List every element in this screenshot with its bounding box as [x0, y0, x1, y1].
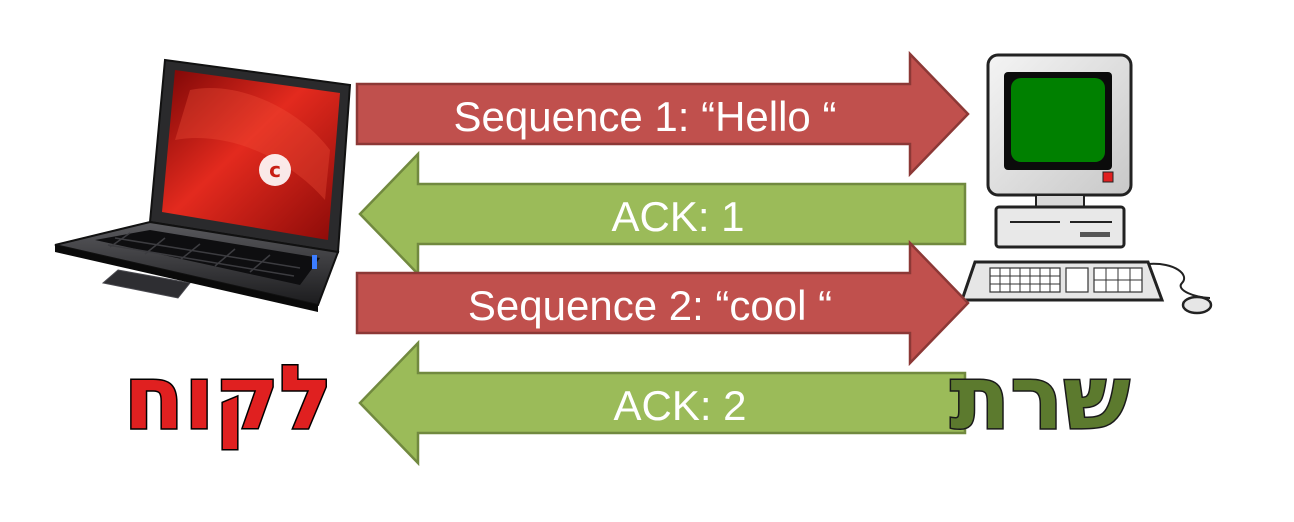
client-label: לקוח [124, 346, 333, 449]
laptop-icon: c [54, 58, 352, 312]
svg-text:c: c [269, 158, 281, 182]
desktop-computer-icon [959, 53, 1213, 315]
message-label-3: Sequence 2: “cool “ [468, 282, 832, 329]
message-label-1: Sequence 1: “Hello “ [454, 93, 837, 140]
message-label-2: ACK: 1 [611, 193, 744, 240]
message-label-4: ACK: 2 [613, 382, 746, 429]
message-arrow-3: Sequence 2: “cool “ [355, 239, 970, 367]
message-arrow-1: Sequence 1: “Hello “ [355, 50, 970, 178]
message-arrow-2: ACK: 1 [358, 150, 967, 278]
message-arrow-4: ACK: 2 [358, 339, 967, 467]
server-label: שרת [950, 346, 1130, 449]
